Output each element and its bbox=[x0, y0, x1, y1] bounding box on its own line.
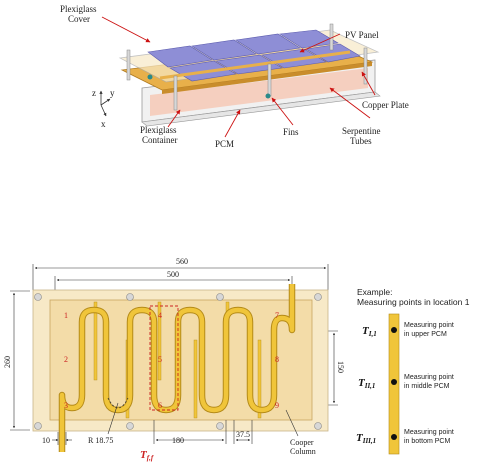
point-6: 6 bbox=[158, 401, 162, 410]
point-4: 4 bbox=[158, 311, 162, 320]
dim-overall-width: 560 bbox=[176, 257, 188, 266]
serpentine-tube bbox=[159, 50, 351, 80]
mp-middle-line2: in middle PCM bbox=[404, 383, 450, 390]
label-tf: Tf,f bbox=[140, 449, 154, 462]
dim-tube-gap: 10 bbox=[42, 436, 50, 445]
axis-x-label: x bbox=[101, 119, 106, 129]
t-bottom-label: TIII,1 bbox=[356, 432, 376, 445]
mp-upper-line2: in upper PCM bbox=[404, 331, 447, 338]
tube-inlet-fitting bbox=[147, 74, 153, 80]
dim-pitch: 180 bbox=[172, 436, 184, 445]
point-8: 8 bbox=[275, 355, 279, 364]
point-3: 3 bbox=[64, 401, 68, 410]
label-fins: Fins bbox=[283, 127, 299, 137]
example-subtitle: Measuring points in location 1 bbox=[357, 297, 470, 307]
mp-bottom-line2: in bottom PCM bbox=[404, 438, 450, 445]
example-title: Example: bbox=[357, 287, 392, 297]
label-pv-panel: PV Panel bbox=[345, 30, 379, 40]
plan-view: 560 500 260 150 1 2 bbox=[3, 257, 345, 462]
point-upper-dot bbox=[391, 327, 397, 333]
point-5: 5 bbox=[158, 355, 162, 364]
dim-right-height: 150 bbox=[336, 361, 345, 373]
bolt-holes bbox=[34, 293, 322, 430]
point-7: 7 bbox=[275, 311, 279, 320]
t-middle-label: TII,1 bbox=[358, 377, 375, 390]
dim-spacing: 37.5 bbox=[236, 430, 250, 439]
tube-outlet-fitting bbox=[265, 93, 271, 99]
dim-inner-width: 500 bbox=[167, 270, 179, 279]
mp-bottom-line1: Measuring point bbox=[404, 429, 454, 436]
label-copper-plate: Copper Plate bbox=[362, 100, 409, 110]
label-pcm: PCM bbox=[215, 139, 234, 149]
t-upper-label: TI,1 bbox=[362, 325, 377, 338]
point-middle-dot bbox=[391, 379, 397, 385]
axes-gizmo bbox=[99, 90, 111, 117]
dim-bend-radius: R 18.75 bbox=[88, 436, 113, 445]
axis-z-label: z bbox=[92, 88, 96, 98]
axis-y-label: y bbox=[110, 88, 115, 98]
mp-upper-line1: Measuring point bbox=[404, 322, 454, 329]
mp-middle-line1: Measuring point bbox=[404, 374, 454, 381]
dim-height: 260 bbox=[3, 356, 12, 368]
point-bottom-dot bbox=[391, 434, 397, 440]
pcm-layer bbox=[150, 68, 368, 116]
point-2: 2 bbox=[64, 355, 68, 364]
example-panel: Example: Measuring points in location 1 … bbox=[356, 287, 470, 455]
measurement-points: 1 2 3 4 5 6 7 8 9 bbox=[64, 311, 279, 410]
point-1: 1 bbox=[64, 311, 68, 320]
point-9: 9 bbox=[275, 401, 279, 410]
location-1-box bbox=[149, 305, 179, 411]
